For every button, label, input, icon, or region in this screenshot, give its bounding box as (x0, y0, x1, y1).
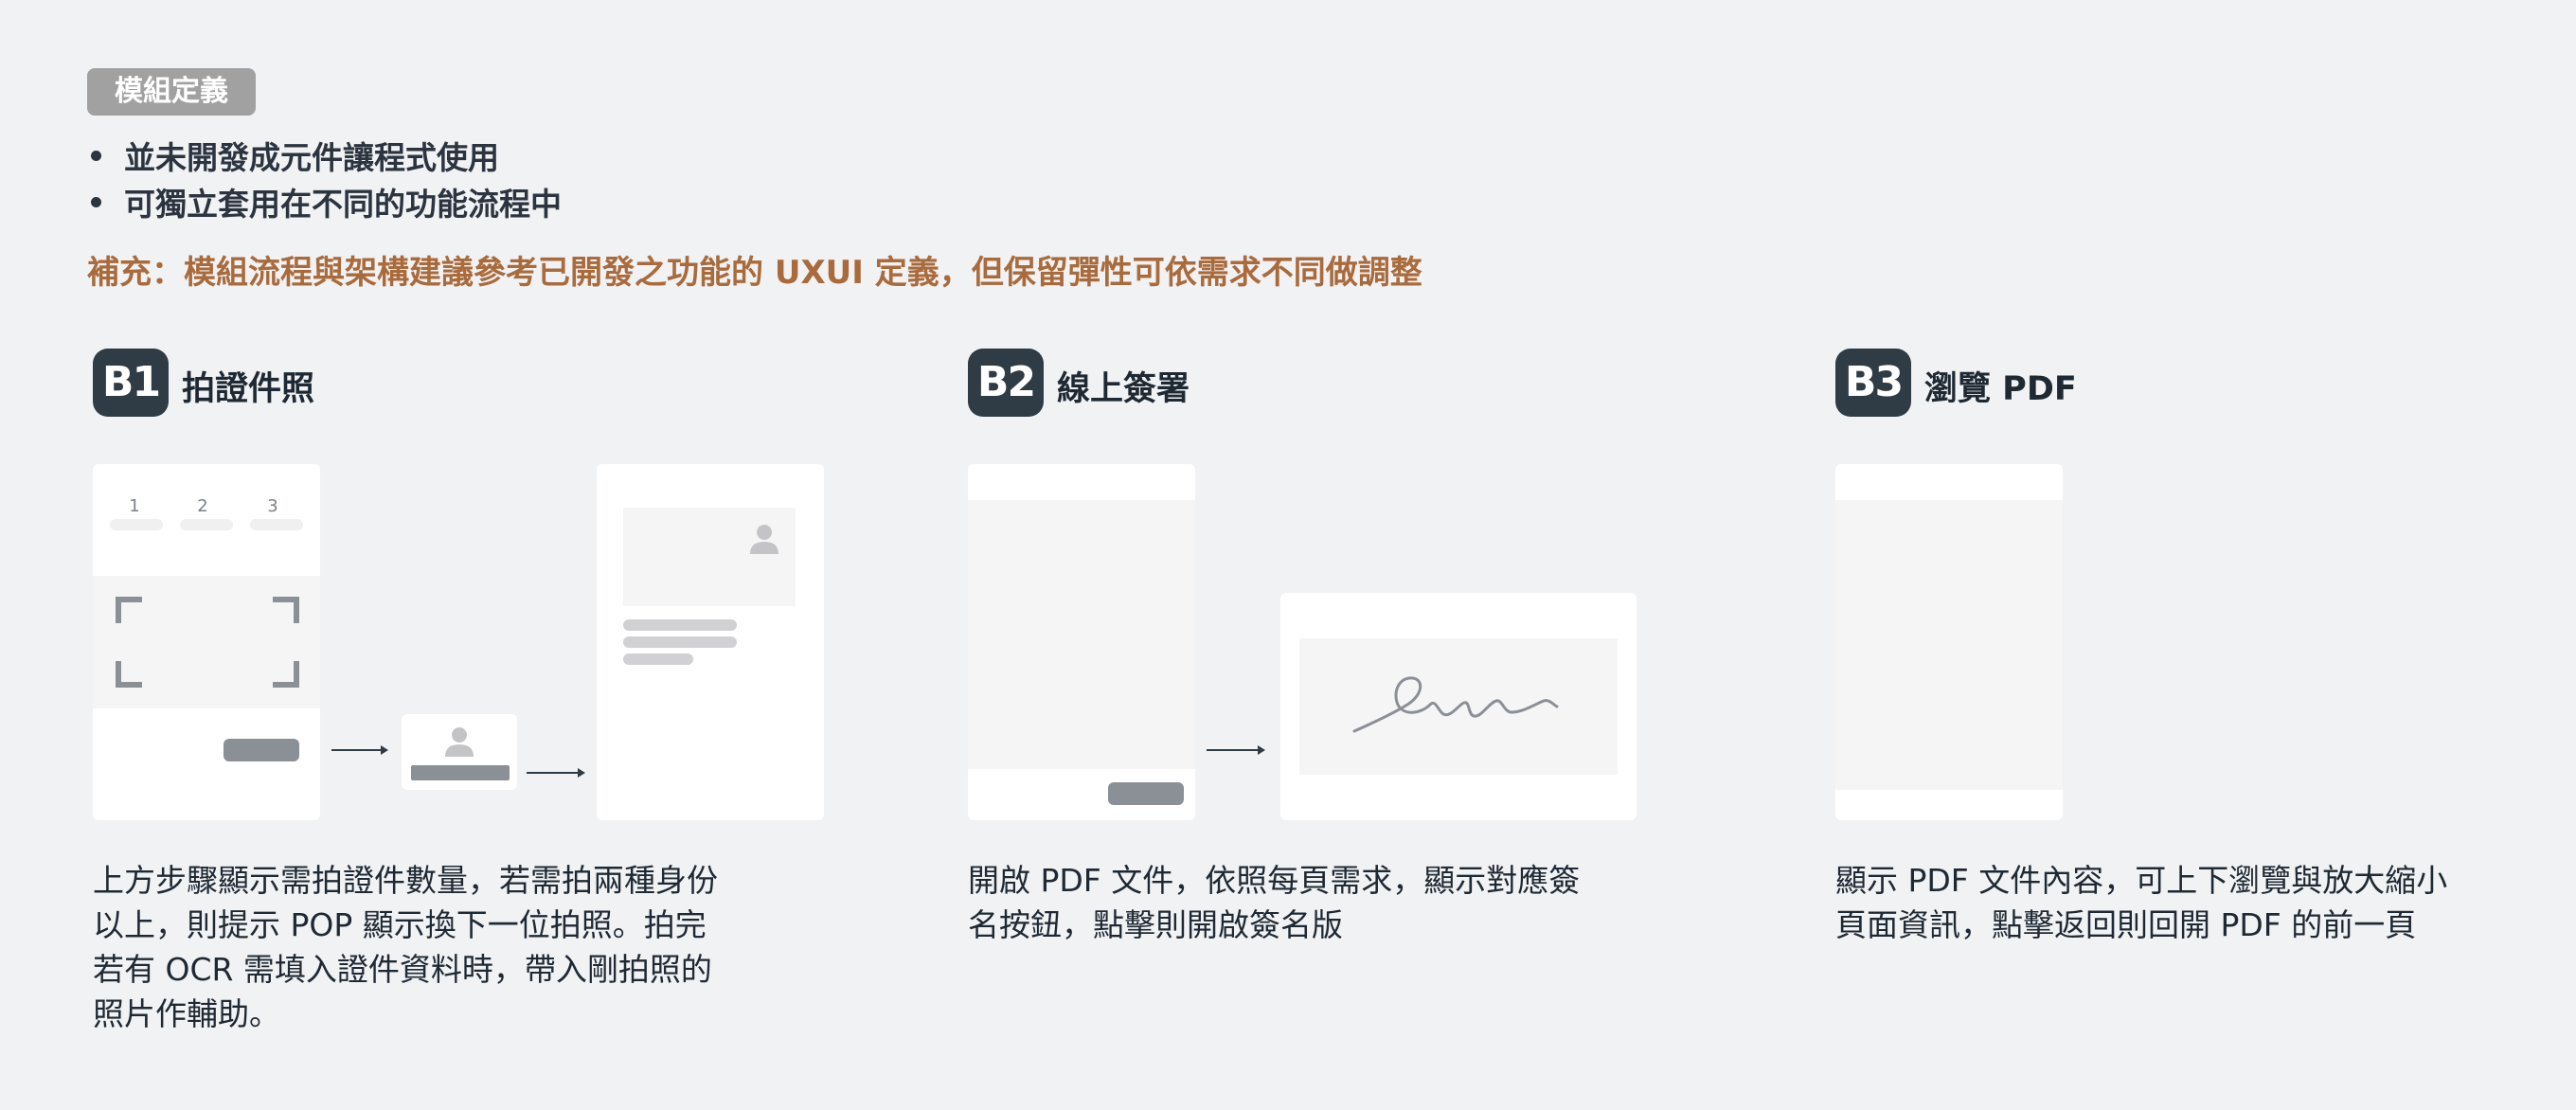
b2-pdf-screen (968, 464, 1195, 820)
b3-pdf-viewer-screen (1835, 464, 2063, 820)
bullet-dot-icon (91, 151, 101, 161)
ocr-field-line (623, 619, 737, 631)
section-description-b2: 開啟 PDF 文件，依照每頁需求，顯示對應簽 名按鈕，點擊則開啟簽名版 (968, 862, 1581, 943)
section-title-b3: 瀏覽 PDF (1924, 370, 2077, 408)
module-definition-tag: 模組定義 (87, 68, 256, 116)
bullet-item: 可獨立套用在不同的功能流程中 (91, 181, 562, 227)
pdf-page-area (968, 500, 1195, 769)
flow-arrow-icon (1207, 745, 1265, 755)
capture-button (224, 739, 299, 761)
flow-arrow-icon (331, 745, 388, 755)
flow-arrow-icon (527, 768, 585, 778)
section-description-b1: 上方步驟顯示需拍證件數量，若需拍兩種身份 以上，則提示 POP 顯示換下一位拍照… (93, 862, 718, 1032)
viewfinder-corner-icon (116, 661, 142, 688)
step-number: 3 (267, 496, 278, 516)
person-icon (445, 727, 474, 757)
supplement-note: 補充：模組流程與架構建議參考已開發之功能的 UXUI 定義，但保留彈性可依需求不… (87, 254, 1422, 292)
ocr-field-line (623, 636, 737, 648)
id-photo-preview (623, 508, 796, 606)
b1-next-person-popup (402, 714, 517, 790)
section-description-b3: 顯示 PDF 文件內容，可上下瀏覽與放大縮小 頁面資訊，點擊返回則回開 PDF … (1835, 862, 2448, 943)
signature-stroke-icon (1352, 676, 1559, 733)
section-title-b1: 拍證件照 (182, 370, 315, 408)
section-title-b2: 線上簽署 (1057, 370, 1190, 408)
b1-camera-screen: 1 2 3 (93, 464, 320, 820)
bullet-item: 並未開發成元件讓程式使用 (91, 134, 562, 181)
bullet-dot-icon (91, 197, 101, 207)
viewfinder-corner-icon (273, 597, 299, 623)
viewfinder-corner-icon (116, 597, 142, 623)
viewfinder-corner-icon (273, 661, 299, 688)
pdf-page-area (1835, 500, 2063, 790)
ocr-field-line (623, 653, 693, 665)
camera-viewfinder (93, 576, 320, 708)
section-badge-b2: B2 (968, 349, 1044, 417)
person-icon (750, 525, 778, 554)
popup-button (411, 765, 510, 780)
b2-signature-pad (1280, 593, 1637, 820)
step-number: 1 (129, 496, 140, 516)
sign-button (1108, 782, 1184, 805)
step-number: 2 (197, 496, 208, 516)
section-badge-b3: B3 (1835, 349, 1911, 417)
b1-ocr-form-screen (597, 464, 824, 820)
section-badge-b1: B1 (93, 349, 169, 417)
bullet-list: 並未開發成元件讓程式使用 可獨立套用在不同的功能流程中 (91, 134, 562, 227)
signature-area (1299, 638, 1618, 775)
step-indicator (110, 519, 163, 530)
step-indicator (180, 519, 233, 530)
step-indicator (250, 519, 303, 530)
